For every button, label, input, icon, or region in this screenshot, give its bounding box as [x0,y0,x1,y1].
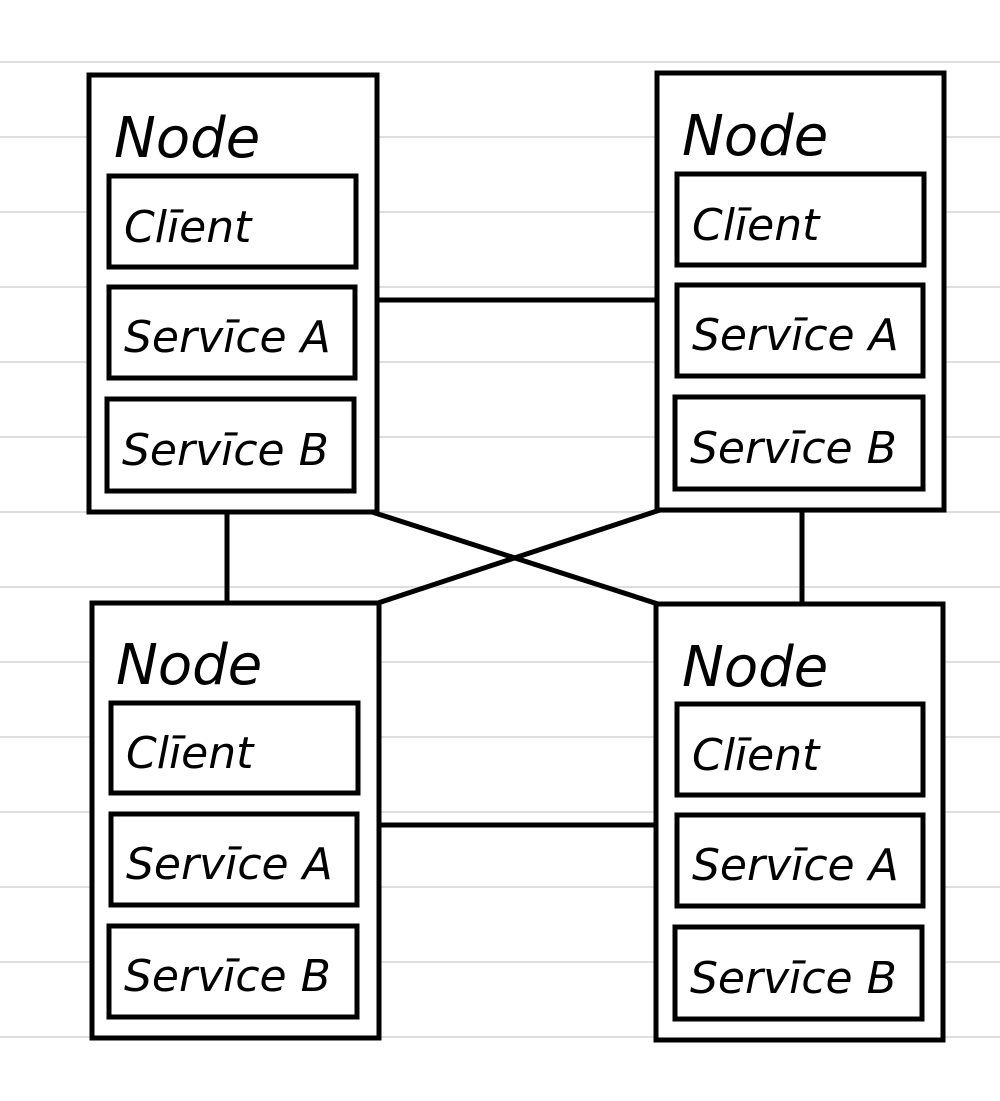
service-a-box [108,811,360,908]
node-title: Node [682,104,828,169]
service-a-box [674,282,926,379]
client-label: Clīent [126,728,255,779]
client-label: Clīent [692,200,821,251]
service-b-box [106,923,360,1020]
client-box [108,700,361,796]
service-b-label: Servīce B [690,953,897,1004]
client-box [674,701,926,798]
node-top-left: Node Clīent Servīce A Servīce B [86,72,380,515]
client-box [106,173,359,270]
service-b-label: Servīce B [690,423,897,474]
service-b-box [104,396,357,494]
service-a-label: Servīce A [692,840,899,891]
edge-top-right-to-bottom-left [377,507,661,606]
service-a-label: Servīce A [126,839,333,890]
client-box [674,171,927,268]
node-bottom-right: Node Clīent Servīce A Servīce B [653,601,946,1043]
node-title: Node [682,635,828,700]
node-title: Node [114,106,260,171]
service-a-box [674,812,926,909]
service-a-box [106,284,358,381]
service-a-label: Servīce A [124,312,331,363]
node-title: Node [116,633,262,698]
service-a-label: Servīce A [692,310,899,361]
service-b-box [672,394,926,492]
service-b-box [672,924,925,1022]
node-top-right: Node Clīent Servīce A Servīce B [654,70,947,513]
service-b-label: Servīce B [122,425,329,476]
node-bottom-left: Node Clīent Servīce A Servīce B [89,600,382,1041]
client-label: Clīent [692,730,821,781]
connections [224,297,805,828]
client-label: Clīent [124,202,253,253]
service-b-label: Servīce B [124,951,331,1002]
